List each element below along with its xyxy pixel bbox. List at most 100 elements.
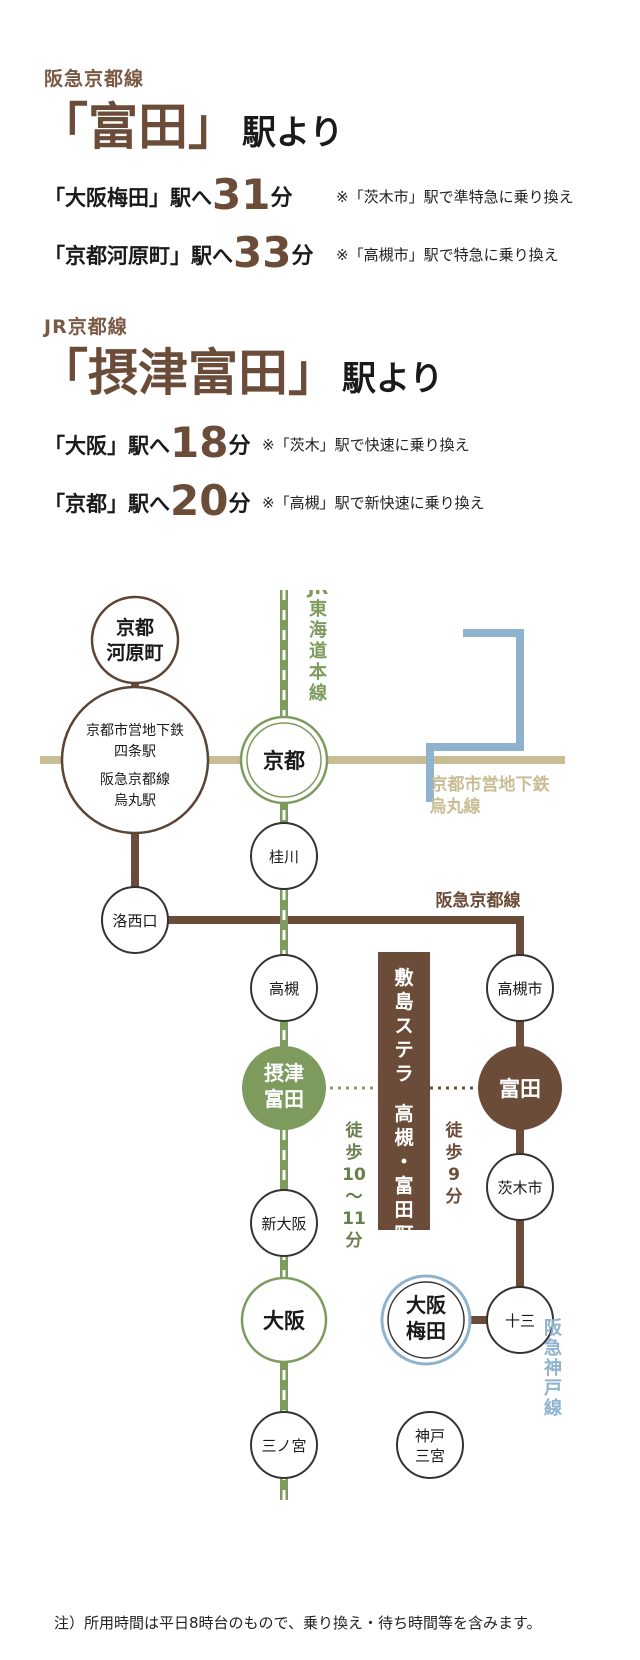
label-char: 海	[309, 619, 327, 641]
route-note: ※「茨木市」駅で準特急に乗り換え	[336, 188, 574, 206]
property-block	[378, 952, 430, 1230]
station-label: 新大阪	[261, 1215, 306, 1233]
station-label: 梅田	[406, 1319, 446, 1343]
route-unit: 分	[291, 244, 314, 269]
station-sannomiya: 三ノ宮	[250, 1411, 318, 1479]
hankyu-line-label: 阪急京都線	[44, 68, 145, 90]
label-char: 分	[346, 1231, 363, 1251]
station-settsu-tonda: 摂津 富田	[242, 1046, 326, 1130]
label-char: 富	[394, 1174, 413, 1197]
station-label: 富田	[499, 1077, 541, 1101]
route-destination: 「大阪梅田」駅へ	[44, 186, 212, 210]
station-label: 十三	[505, 1312, 535, 1330]
jr-line-label: JR京都線	[44, 316, 128, 338]
station-label: 阪急京都線	[100, 772, 170, 788]
station-label: 富田	[264, 1087, 304, 1111]
route-minutes: 31	[212, 170, 271, 219]
karasuma-line-label: 京都市営地下鉄	[431, 774, 550, 795]
station-label: 大阪	[263, 1309, 306, 1333]
property-label: 敷島ステラ高槻・富田町	[394, 966, 414, 1245]
label-char: 11	[342, 1209, 366, 1229]
station-label: 高槻	[269, 980, 299, 998]
station-tonda: 富田	[478, 1046, 562, 1130]
route-note: ※「茨木」駅で快速に乗り換え	[262, 436, 470, 454]
route-note: ※「高槻」駅で新快速に乗り換え	[262, 494, 485, 512]
yori-text: 駅より	[242, 113, 344, 153]
label-char: 道	[309, 640, 327, 662]
label-char: 歩	[446, 1142, 463, 1163]
station-label: 摂津	[264, 1061, 304, 1085]
karasuma-line-label: 烏丸線	[430, 796, 481, 817]
yori-text: 駅より	[342, 359, 444, 399]
station-kyoto: 京都	[239, 715, 329, 805]
label-char: 神	[544, 1357, 562, 1379]
label-char: 徒	[445, 1120, 464, 1141]
route-note: ※「高槻市」駅で特急に乗り換え	[336, 246, 559, 264]
station-juso: 十三	[486, 1286, 554, 1354]
label-char: 戸	[544, 1378, 562, 1399]
station-label: 洛西口	[112, 912, 157, 930]
station-label: 高槻市	[497, 980, 542, 998]
route-destination: 「京都河原町」駅へ	[44, 244, 233, 268]
station-label: 四条駅	[114, 743, 156, 760]
route-unit: 分	[228, 434, 251, 459]
route-destination: 「京都」駅へ	[44, 492, 170, 516]
footnote: 注）所用時間は平日8時台のもので、乗り換え・待ち時間等を含みます。	[54, 1614, 542, 1632]
label-char: 徒	[345, 1120, 364, 1141]
label-char: 町	[394, 1223, 413, 1245]
label-char: ・	[394, 1151, 413, 1173]
jr-line-label: JR東海道本線	[306, 590, 329, 704]
label-char: 分	[446, 1187, 463, 1207]
station-umeda: 大阪 梅田	[380, 1274, 472, 1366]
hankyu-kobe-line-label: 阪急神戸線	[544, 1317, 563, 1419]
station-shijo-karasuma: 京都市営地下鉄 四条駅 阪急京都線 烏丸駅	[60, 685, 210, 835]
route-kawaramachi: 「京都河原町」駅へ33分	[44, 228, 313, 277]
label-char: 東	[309, 598, 327, 620]
station-takatsukishi: 高槻市	[486, 954, 554, 1022]
label-char: 槻	[394, 1126, 413, 1149]
station-label: 京都市営地下鉄	[86, 722, 184, 739]
label-char: 急	[544, 1337, 562, 1359]
route-umeda: 「大阪梅田」駅へ31分	[44, 170, 292, 219]
label-char: 敷	[394, 966, 414, 989]
settsu-tonda-station-name: 「摂津富田」	[38, 344, 338, 402]
station-kobe-sannomiya: 神戸 三宮	[396, 1411, 464, 1479]
station-label: 三ノ宮	[261, 1437, 306, 1455]
label-char: テ	[394, 1039, 413, 1061]
route-map: 敷島ステラ高槻・富田町 京都 河原町 京都市営地下鉄 四条駅 阪急京都線 烏丸駅…	[40, 590, 565, 1500]
route-unit: 分	[228, 492, 251, 517]
station-kawaramachi: 京都 河原町	[90, 595, 180, 685]
route-minutes: 18	[170, 418, 229, 467]
hankyu-kyoto-line-label: 阪急京都線	[436, 890, 521, 911]
hankyu-station-heading: 「富田」駅より	[38, 102, 343, 154]
station-label: 河原町	[106, 642, 163, 664]
station-label: 神戸	[415, 1427, 445, 1445]
label-char: 本	[309, 661, 327, 683]
station-osaka: 大阪	[240, 1276, 328, 1364]
jr-station-heading: 「摂津富田」駅より	[38, 348, 443, 400]
tonda-station-name: 「富田」	[38, 98, 238, 156]
station-rakusaiguchi: 洛西口	[101, 886, 169, 954]
station-label: 桂川	[269, 848, 299, 866]
route-kyoto: 「京都」駅へ20分	[44, 476, 250, 525]
route-destination: 「大阪」駅へ	[44, 434, 170, 458]
label-char: 〜	[346, 1187, 363, 1207]
route-minutes: 20	[170, 476, 229, 525]
label-char: ラ	[394, 1063, 413, 1085]
station-label: 大阪	[406, 1293, 447, 1317]
hankyu-kobe-line	[426, 629, 524, 802]
station-shin-osaka: 新大阪	[250, 1189, 318, 1257]
station-label: 茨木市	[497, 1179, 542, 1197]
label-char: ス	[394, 1015, 413, 1037]
label-char: 歩	[346, 1142, 363, 1163]
station-katsuragawa: 桂川	[250, 822, 318, 890]
station-takatsuki: 高槻	[250, 954, 318, 1022]
station-label: 烏丸駅	[114, 792, 156, 809]
route-minutes: 33	[233, 228, 292, 277]
hankyu-kyoto-line-b	[135, 916, 524, 1320]
station-ibarakishi: 茨木市	[486, 1153, 554, 1221]
label-char: 線	[309, 682, 327, 704]
label-char: 線	[544, 1397, 562, 1419]
